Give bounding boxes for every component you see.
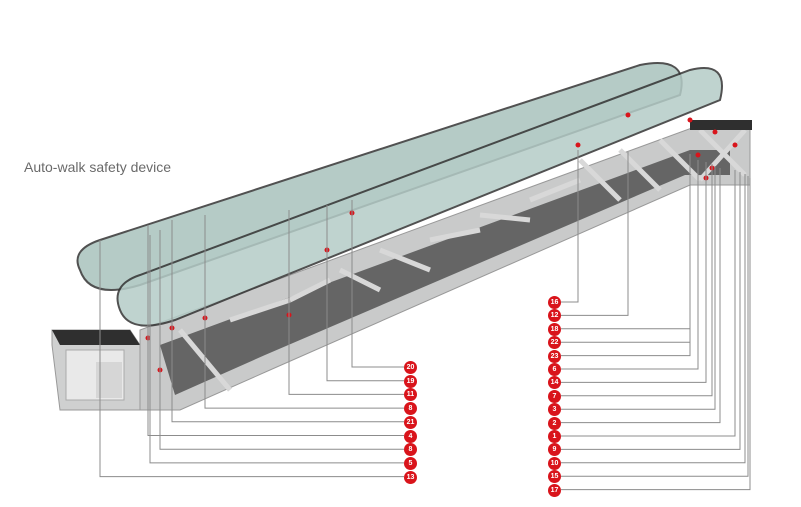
callout-badge: 2 — [548, 416, 561, 430]
callout-badge: 15 — [548, 470, 561, 484]
callout-badge: 22 — [548, 336, 561, 350]
leader-line — [561, 178, 751, 491]
left-balustrade — [76, 62, 683, 291]
leader-line — [561, 172, 741, 450]
leader-line — [147, 225, 404, 436]
diagram-title: Auto-walk safety device — [24, 159, 172, 175]
callout-badge: 16 — [548, 296, 561, 309]
callout-badge: 12 — [548, 309, 561, 323]
right-balustrade — [116, 67, 723, 327]
callout-badge: 4 — [404, 429, 417, 443]
leader-line — [561, 164, 713, 397]
leader-line — [561, 170, 736, 437]
leader-line — [561, 174, 746, 464]
step-band — [160, 150, 730, 395]
callout-badge: 7 — [548, 389, 561, 403]
callout-badge: 14 — [548, 376, 561, 390]
leader-line — [561, 162, 707, 383]
callout-badge: 13 — [404, 470, 417, 484]
leader-line — [171, 220, 404, 423]
callout-badge: 5 — [404, 456, 417, 470]
leader-line — [326, 205, 404, 382]
callout-badge: 23 — [548, 349, 561, 363]
leader-line — [351, 200, 404, 368]
leader-line — [561, 168, 721, 424]
callout-badge: 3 — [548, 403, 561, 417]
leader-line — [561, 152, 629, 316]
leader-line — [149, 235, 404, 464]
callout-badge: 9 — [548, 443, 561, 457]
upper-floor-plate — [690, 120, 752, 130]
callout-badge: 21 — [404, 415, 417, 429]
leader-lines — [99, 150, 751, 491]
callout-badge: 20 — [404, 361, 417, 374]
callout-badge: 11 — [404, 388, 417, 402]
leader-line — [159, 230, 404, 450]
callout-badge: 6 — [548, 363, 561, 376]
leader-line — [204, 215, 404, 409]
leader-line — [561, 176, 749, 477]
leader-line — [288, 210, 404, 395]
callout-badge: 8 — [404, 443, 417, 457]
callout-badge: 17 — [548, 483, 561, 497]
leader-line — [561, 166, 716, 410]
callout-badge: 18 — [548, 322, 561, 336]
lower-floor-plate — [52, 330, 140, 345]
callout-badge: 1 — [548, 430, 561, 443]
leader-line — [561, 150, 579, 303]
callout-badge: 10 — [548, 456, 561, 470]
callout-badge: 8 — [404, 402, 417, 416]
callout-badge: 19 — [404, 374, 417, 388]
leader-line — [99, 240, 404, 478]
leader-line — [561, 160, 699, 370]
leader-line — [561, 158, 691, 357]
